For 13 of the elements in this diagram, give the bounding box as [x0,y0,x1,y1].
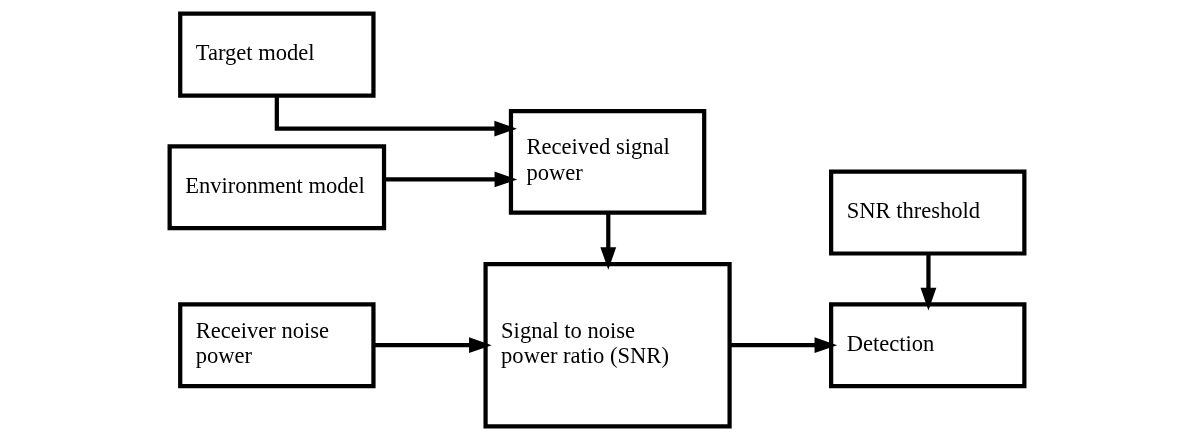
arrow [730,337,838,354]
node-box: Received signal power [508,108,707,215]
node-box: Target model [178,11,376,98]
arrow [274,95,517,137]
node-box: Signal to noise power ratio (SNR) [483,261,732,429]
arrow [920,253,937,311]
node-box: Detection [829,302,1027,389]
arrow [373,337,492,354]
arrow [600,212,617,270]
node-box: SNR threshold [829,169,1027,256]
node-box: Receiver noise power [178,302,376,389]
arrow [384,171,518,188]
node-box: Environment model [167,144,387,231]
